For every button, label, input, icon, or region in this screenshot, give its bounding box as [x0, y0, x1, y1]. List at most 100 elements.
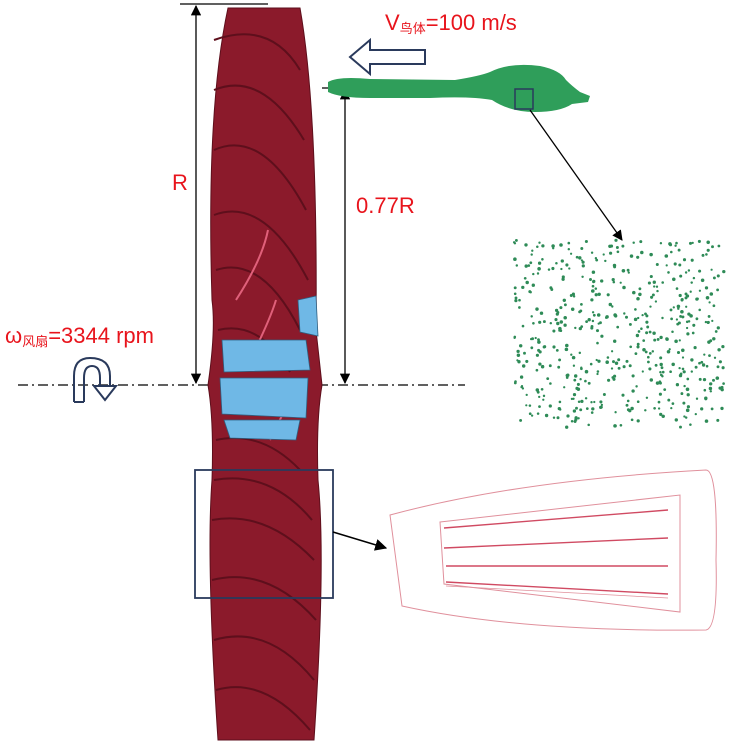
- particle: [556, 416, 560, 420]
- particle: [674, 339, 678, 344]
- particle: [572, 392, 577, 397]
- particle: [698, 269, 702, 273]
- particle: [600, 403, 604, 407]
- particle: [679, 274, 683, 278]
- particle: [559, 306, 563, 310]
- blade-groove: [215, 686, 311, 731]
- particle: [524, 264, 528, 268]
- particle: [630, 418, 634, 422]
- particle: [513, 292, 517, 296]
- particle: [644, 409, 647, 412]
- particle: [589, 362, 593, 366]
- particle: [621, 244, 625, 248]
- particle: [600, 334, 604, 338]
- particle: [709, 382, 713, 386]
- mesh-line: [443, 537, 669, 549]
- particle: [572, 409, 577, 413]
- particle: [521, 387, 525, 390]
- particle: [555, 349, 559, 352]
- particle: [575, 386, 579, 391]
- particle: [705, 253, 708, 256]
- particle: [640, 250, 644, 255]
- particle: [596, 341, 599, 345]
- particle: [636, 342, 640, 346]
- particle: [684, 271, 688, 274]
- particle: [561, 277, 565, 281]
- particle: [689, 290, 692, 293]
- particle: [704, 320, 708, 324]
- particle: [637, 316, 640, 320]
- particle: [702, 377, 707, 382]
- particle: [621, 393, 625, 397]
- particle: [542, 394, 546, 398]
- particle: [514, 299, 518, 303]
- particle: [628, 409, 632, 413]
- particle: [671, 330, 674, 334]
- particle: [694, 412, 697, 416]
- particle: [610, 350, 614, 353]
- particle: [657, 400, 661, 404]
- particle: [516, 353, 521, 357]
- particle: [683, 415, 686, 418]
- blade-body: [207, 7, 323, 741]
- particle: [700, 360, 704, 364]
- particle: [530, 253, 533, 256]
- particle: [636, 400, 640, 404]
- particle: [560, 259, 564, 263]
- particle: [687, 269, 691, 272]
- particle: [649, 252, 653, 257]
- particle: [722, 269, 726, 274]
- particle: [645, 314, 649, 318]
- particle: [537, 267, 541, 271]
- particle: [695, 397, 699, 400]
- particle: [642, 339, 646, 342]
- particle: [585, 320, 588, 323]
- particle: [623, 312, 626, 315]
- particle: [579, 378, 582, 381]
- particle: [535, 353, 539, 357]
- particle: [676, 304, 681, 309]
- particle: [626, 268, 630, 272]
- particle: [672, 277, 676, 282]
- particle: [649, 378, 654, 382]
- particle: [711, 245, 714, 249]
- particle: [538, 241, 541, 244]
- mesh-line: [443, 509, 669, 529]
- particle: [584, 379, 587, 383]
- particle: [538, 405, 541, 408]
- particle: [528, 404, 532, 407]
- particle: [641, 313, 644, 317]
- particle: [595, 329, 600, 333]
- particle: [531, 283, 535, 287]
- fan-blade-assembly: [207, 7, 323, 741]
- particle: [513, 242, 517, 245]
- particle: [549, 321, 553, 325]
- particle: [530, 414, 534, 417]
- particle: [629, 345, 633, 349]
- particle: [557, 365, 561, 369]
- particle: [574, 326, 577, 330]
- particle: [673, 262, 677, 266]
- particle: [565, 425, 569, 429]
- particle: [580, 259, 584, 262]
- particle: [556, 311, 560, 314]
- impact-radius-label: 0.77R: [356, 193, 415, 218]
- particle: [531, 249, 534, 252]
- particle: [584, 239, 588, 244]
- particle: [519, 418, 523, 422]
- particle: [622, 285, 626, 290]
- particle: [660, 366, 664, 370]
- particle: [705, 364, 709, 368]
- particle: [661, 375, 664, 378]
- particle: [556, 321, 560, 326]
- particle: [644, 350, 648, 354]
- particle: [682, 370, 686, 374]
- particle: [559, 329, 563, 332]
- blade-groove: [213, 84, 305, 141]
- particle: [602, 393, 606, 396]
- particle: [638, 287, 642, 291]
- particle: [599, 405, 603, 410]
- particle: [682, 401, 686, 405]
- particle: [648, 330, 652, 334]
- particle: [685, 326, 689, 330]
